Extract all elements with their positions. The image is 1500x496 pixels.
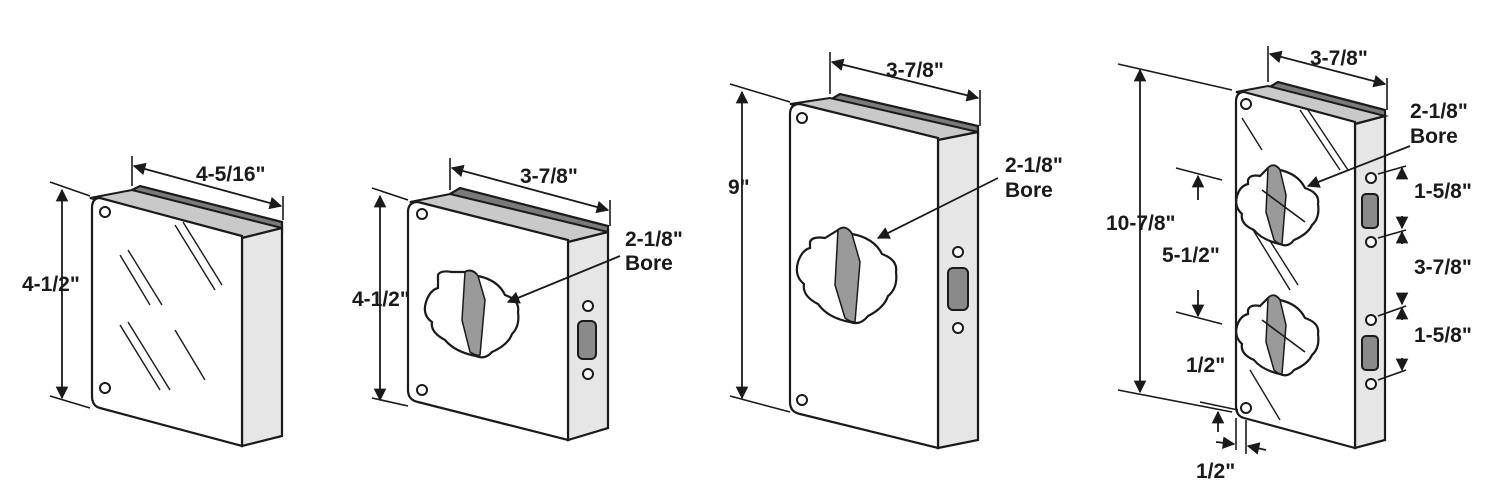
plate-2: 3-7/8" 4-1/2" 2-1/8" Bore <box>352 158 683 442</box>
plate-4-latch-spacing-label: 3-7/8" <box>1414 256 1472 279</box>
plate-2-height-ext-bottom <box>371 397 409 407</box>
plate-4-lower-hole-bottom <box>1365 378 1377 390</box>
plate-3-latch-hole-top <box>952 246 964 258</box>
plate-2-latch-slot <box>577 320 597 360</box>
plate-3-screw-hole-top <box>796 112 808 124</box>
plate-4-upper-hole-bottom <box>1365 236 1377 248</box>
plate-3-latch-slot <box>947 267 969 311</box>
plate-1-face <box>90 196 244 448</box>
plate-1-height-ext-top <box>49 181 91 197</box>
plate-4-spacing-ext-top <box>1175 167 1223 181</box>
plate-1-height-label: 4-1/2" <box>22 273 80 296</box>
plate-4-spacing-ext-bottom <box>1175 311 1223 325</box>
plate-4-upper-latch-slot <box>1361 193 1379 229</box>
plate-4-lower-hole-spacing-label: 1-5/8" <box>1414 324 1472 347</box>
plate-3-height-label: 9" <box>728 176 750 199</box>
plate-3-width-arrow <box>830 58 980 102</box>
plate-4-screw-hole-bottom <box>1240 402 1252 414</box>
plate-4-lower-hole-top <box>1365 314 1377 326</box>
plate-1-width-arrow <box>132 162 283 210</box>
plate-1-glare-lines <box>119 221 223 391</box>
plate-4-edge-arrow-right <box>1246 442 1267 455</box>
plate-4-glare-lines <box>1241 109 1349 421</box>
plate-3-latch-hole-bottom <box>952 322 964 334</box>
plate-4: 3-7/8" 10-7/8" 5-1/2" 1/2" 1/2" 1-5 <box>1106 46 1472 483</box>
plate-4-width-arrow <box>1268 50 1387 88</box>
plate-4-bottom-offset-ext <box>1199 401 1239 411</box>
plate-2-bore <box>423 269 520 359</box>
plate-2-latch-hole-bottom <box>582 368 594 380</box>
plate-2-bore-size-label: 2-1/8" <box>625 228 683 251</box>
plate-3: 3-7/8" 9" 2-1/8" Bore <box>728 52 1063 450</box>
plate-4-bore-leader <box>1306 145 1411 188</box>
plate-4-face <box>1234 90 1357 450</box>
plate-4-bore-size-label: 2-1/8" <box>1410 100 1468 123</box>
plate-4-edge-offset-label: 1/2" <box>1196 460 1235 483</box>
plate-2-screw-hole-bottom <box>416 384 428 396</box>
plate-4-bottom-offset-label: 1/2" <box>1186 354 1225 377</box>
plate-4-bore-lower <box>1235 294 1320 377</box>
plate-4-upper-hole-spacing-label: 1-5/8" <box>1414 180 1472 203</box>
plate-4-width-label: 3-7/8" <box>1310 47 1368 70</box>
plate-3-bore-leader <box>876 177 999 239</box>
plate-4-upper-hole-top <box>1365 172 1377 184</box>
plate-4-edge-arrow-left <box>1215 436 1236 450</box>
plate-4-bore-spacing-label: 5-1/2" <box>1162 244 1220 267</box>
plate-2-bore-word-label: Bore <box>625 252 673 275</box>
plate-4-screw-hole-top <box>1240 98 1252 110</box>
plate-1-width-label: 4-5/16" <box>196 163 266 186</box>
plate-3-height-ext-top <box>729 83 791 103</box>
plate-1-screw-hole-bottom <box>99 382 111 394</box>
plate-2-width-label: 3-7/8" <box>520 165 578 188</box>
plate-4-bore-upper <box>1235 164 1320 247</box>
plate-4-bore-word-label: Bore <box>1410 125 1458 148</box>
plate-3-bore <box>795 226 898 325</box>
plate-1-screw-hole-top <box>99 206 111 218</box>
plate-3-height-ext-bottom <box>729 395 791 413</box>
plate-2-width-arrow <box>450 164 610 214</box>
plate-3-bore-size-label: 2-1/8" <box>1005 154 1063 177</box>
plate-2-height-label: 4-1/2" <box>352 288 410 311</box>
plate-2-screw-hole-top <box>416 208 428 220</box>
plate-2-height-ext-top <box>371 187 409 201</box>
plate-1: 4-5/16" 4-1/2" <box>22 156 284 448</box>
plate-3-width-label: 3-7/8" <box>886 59 944 82</box>
plate-1-side-edge <box>240 226 284 448</box>
plate-3-screw-hole-bottom <box>796 394 808 406</box>
plate-3-bore-word-label: Bore <box>1005 179 1053 202</box>
plate-2-bore-leader <box>506 255 621 304</box>
plate-4-height-ext-top <box>1117 63 1233 91</box>
plate-4-lower-latch-slot <box>1361 335 1379 371</box>
plate-4-height-ext-bottom <box>1117 389 1233 413</box>
plate-4-height-label: 10-7/8" <box>1106 212 1176 235</box>
plate-1-height-ext-bottom <box>49 395 91 409</box>
plate-2-latch-hole-top <box>582 300 594 312</box>
plate-4-rhs-ext-4 <box>1377 369 1407 381</box>
